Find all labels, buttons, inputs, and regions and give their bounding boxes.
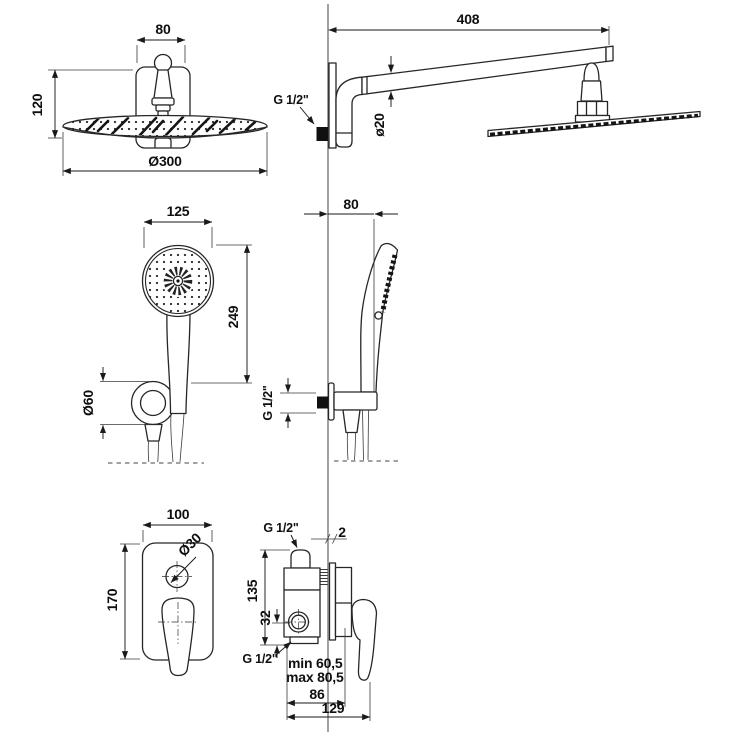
depth-min-label: min 60,5	[288, 655, 343, 671]
dim-arm-pipe-diameter: ø20	[371, 113, 387, 137]
dim-hand-height: 249	[225, 305, 241, 328]
wand-nozzle-face	[380, 254, 398, 313]
spray-rosette	[163, 266, 193, 296]
dim-overhead-diameter: Ø300	[148, 153, 182, 169]
thread-label-mixer-top: G 1/2"	[263, 521, 299, 535]
thread-label-holder: G 1/2"	[261, 385, 275, 421]
dim-plate-width: 100	[167, 506, 190, 522]
arm-ball-joint	[583, 62, 600, 82]
hand-shower-handle	[166, 311, 191, 415]
wall-connection-square	[316, 127, 328, 141]
dim-hand-width: 125	[167, 203, 190, 219]
nozzle-face	[489, 113, 699, 137]
dim-plate-height: 170	[104, 588, 120, 611]
holder-bracket	[333, 391, 378, 411]
valve-body-upper	[283, 567, 321, 591]
dim-depth-86: 86	[309, 686, 325, 702]
hose-nut	[342, 409, 361, 434]
depth-max-label: max 80,5	[286, 669, 344, 685]
dim-overhead-height: 120	[29, 93, 45, 116]
view-hand-shower-front: 125 249 Ø60	[80, 203, 252, 464]
shower-arm	[361, 46, 607, 96]
dim-holder-diameter: Ø60	[80, 390, 96, 416]
mixer-head	[334, 566, 353, 638]
thread-label-mixer-bottom: G 1/2"	[242, 652, 278, 666]
connector-cone	[153, 69, 173, 99]
dim-hand-wall-offset: 80	[343, 196, 359, 212]
dim-arm-length: 408	[457, 11, 480, 27]
upper-port	[290, 549, 311, 569]
dim-plate-gap: 2	[338, 524, 346, 540]
ball-joint	[153, 53, 173, 73]
dim-port-offset: 32	[257, 610, 273, 626]
thread-hatch	[320, 569, 328, 585]
mixer-lever-side	[351, 598, 378, 681]
dim-depth-129: 129	[322, 700, 345, 716]
mixer-escutcheon	[328, 562, 337, 641]
thread-label-arm: G 1/2"	[273, 93, 309, 107]
holder-wall-plate	[327, 382, 335, 421]
overhead-shower-side-profile	[487, 110, 701, 138]
mixer-lever-front	[161, 597, 195, 677]
dim-valve-height: 135	[244, 579, 260, 602]
view-overhead-shower-front: 80 120 Ø300	[29, 21, 268, 176]
arm-elbow	[335, 76, 363, 148]
dim-overhead-width: 80	[155, 21, 171, 37]
overhead-shower-disc	[62, 114, 268, 138]
view-mixer-side: G 1/2" 2 135 32 G 1/2" min 60,5 max 80,5…	[242, 521, 378, 721]
wall-connection-square	[317, 396, 328, 409]
view-mixer-front: Ø30 100 170	[104, 506, 214, 677]
dim-knob-diameter: Ø30	[175, 529, 205, 559]
disc-reflection-streaks	[82, 116, 257, 136]
view-shower-arm-side: 408 G 1/2" ø20	[273, 11, 701, 149]
holder-ring-inner	[139, 389, 167, 417]
arm-wall-plate	[328, 62, 337, 149]
hose-nut	[144, 423, 163, 442]
view-hand-shower-side: 80 G 1/2"	[261, 196, 399, 462]
